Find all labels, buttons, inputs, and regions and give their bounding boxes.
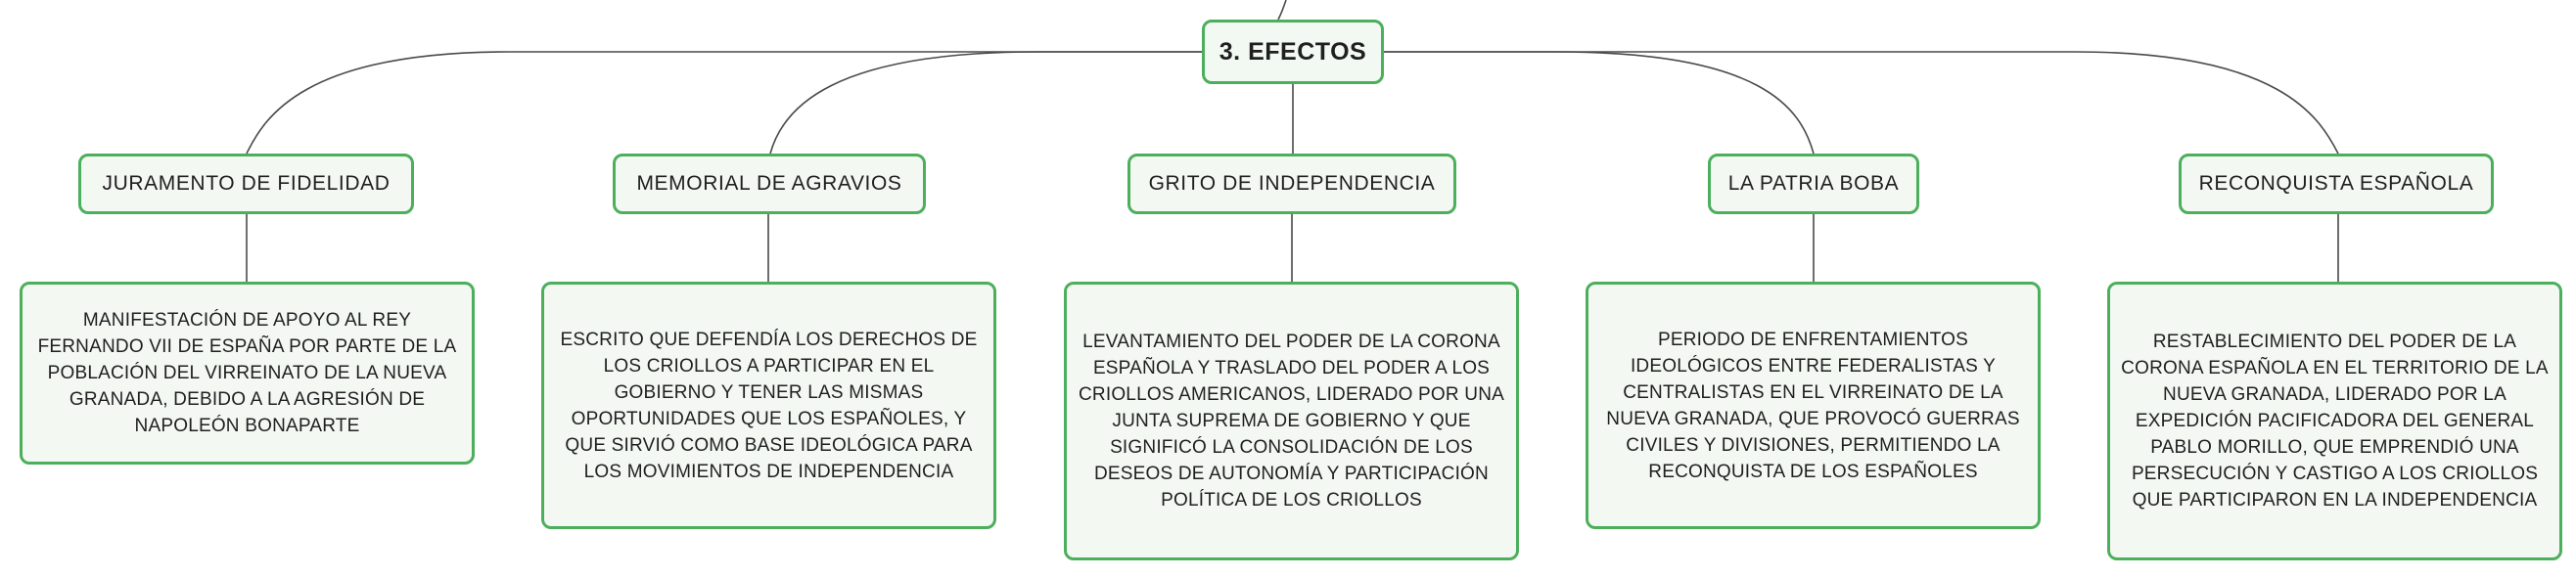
description-text: PERIODO DE ENFRENTAMIENTOS IDEOLÓGICOS E… (1606, 329, 2020, 482)
topic-reconquista-espanola[interactable]: RECONQUISTA ESPAÑOLA (2179, 154, 2494, 214)
description-text: LEVANTAMIENTO DEL PODER DE LA CORONA ESP… (1079, 332, 1504, 511)
topic-label: JURAMENTO DE FIDELIDAD (102, 172, 391, 195)
connector-root-topic-2 (769, 51, 1202, 155)
description-la-patria-boba[interactable]: PERIODO DE ENFRENTAMIENTOS IDEOLÓGICOS E… (1586, 282, 2041, 529)
description-text: ESCRITO QUE DEFENDÍA LOS DERECHOS DE LOS… (560, 329, 978, 482)
topic-memorial-de-agravios[interactable]: MEMORIAL DE AGRAVIOS (613, 154, 926, 214)
description-juramento-de-fidelidad[interactable]: MANIFESTACIÓN DE APOYO AL REY FERNANDO V… (20, 282, 475, 465)
topic-juramento-de-fidelidad[interactable]: JURAMENTO DE FIDELIDAD (78, 154, 414, 214)
topic-la-patria-boba[interactable]: LA PATRIA BOBA (1708, 154, 1919, 214)
connector-root-topic-5 (1384, 51, 2339, 155)
description-text: RESTABLECIMIENTO DEL PODER DE LA CORONA … (2121, 332, 2549, 511)
connector-root-topic-1 (246, 51, 1202, 155)
root-label: 3. EFECTOS (1219, 37, 1367, 66)
topic-grito-de-independencia[interactable]: GRITO DE INDEPENDENCIA (1127, 154, 1456, 214)
topic-label: RECONQUISTA ESPAÑOLA (2198, 172, 2474, 195)
topic-label: GRITO DE INDEPENDENCIA (1148, 172, 1436, 195)
description-text: MANIFESTACIÓN DE APOYO AL REY FERNANDO V… (37, 310, 457, 436)
topic-label: LA PATRIA BOBA (1727, 172, 1900, 195)
description-memorial-de-agravios[interactable]: ESCRITO QUE DEFENDÍA LOS DERECHOS DE LOS… (541, 282, 996, 529)
description-grito-de-independencia[interactable]: LEVANTAMIENTO DEL PODER DE LA CORONA ESP… (1064, 282, 1519, 560)
parent-connector (1277, 0, 1287, 21)
connector-root-topic-4 (1384, 51, 1815, 155)
topic-label: MEMORIAL DE AGRAVIOS (636, 172, 902, 195)
description-reconquista-espanola[interactable]: RESTABLECIMIENTO DEL PODER DE LA CORONA … (2107, 282, 2562, 560)
root-node[interactable]: 3. EFECTOS (1202, 20, 1384, 84)
